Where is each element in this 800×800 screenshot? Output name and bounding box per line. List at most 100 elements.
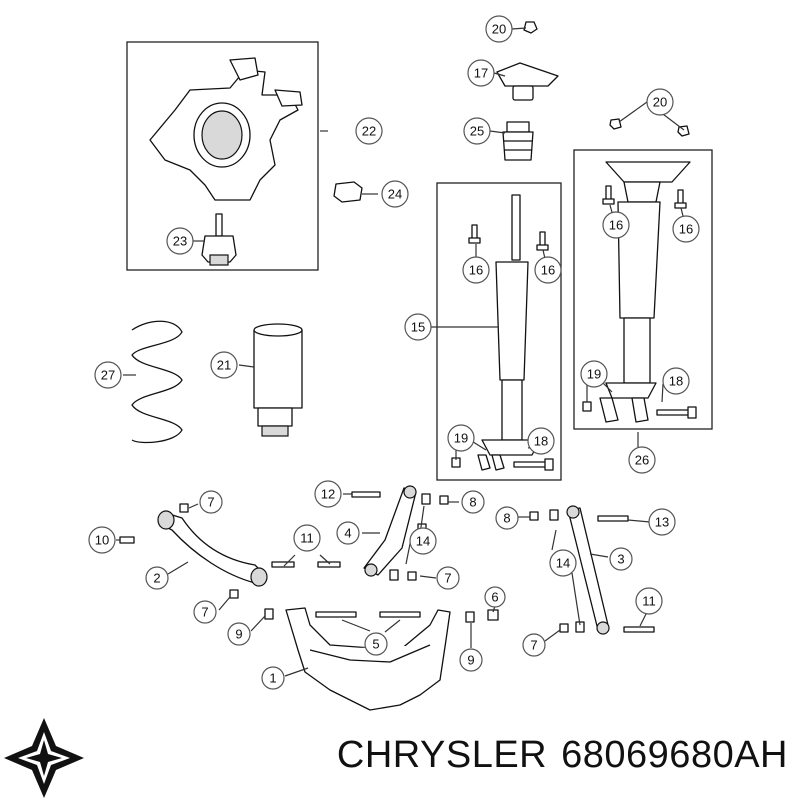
callout-27: 27 [94, 361, 122, 389]
callout-7: 7 [436, 566, 460, 590]
knuckle-group-box [126, 41, 319, 271]
callout-20: 20 [646, 88, 674, 116]
air-spring [253, 323, 303, 437]
callout-10: 10 [88, 526, 116, 554]
svg-text:14: 14 [416, 534, 430, 549]
svg-text:8: 8 [503, 511, 510, 526]
shock-mount-bolts-18 [451, 401, 697, 471]
svg-text:11: 11 [300, 531, 314, 546]
svg-text:20: 20 [492, 22, 506, 37]
callout-14: 14 [409, 527, 437, 555]
svg-text:18: 18 [534, 434, 548, 449]
link-3 [566, 505, 610, 635]
svg-text:9: 9 [235, 627, 242, 642]
callout-7: 7 [522, 633, 546, 657]
callout-18: 18 [527, 427, 555, 455]
svg-text:23: 23 [173, 234, 187, 249]
callout-8: 8 [495, 506, 519, 530]
callout-9: 9 [459, 648, 483, 672]
callout-19: 19 [447, 424, 475, 452]
svg-text:20: 20 [653, 95, 667, 110]
svg-text:5: 5 [372, 637, 379, 652]
hardware-fasteners [119, 491, 655, 633]
callout-13: 13 [648, 508, 676, 536]
pentastar-icon [4, 718, 84, 798]
svg-text:19: 19 [454, 431, 468, 446]
svg-text:8: 8 [469, 495, 476, 510]
svg-text:17: 17 [474, 66, 488, 81]
svg-text:7: 7 [207, 495, 214, 510]
callout-6: 6 [484, 586, 506, 608]
callout-8: 8 [461, 490, 485, 514]
hub-nut [333, 181, 363, 203]
callout-19: 19 [580, 360, 608, 388]
svg-text:16: 16 [609, 218, 623, 233]
svg-text:2: 2 [153, 571, 160, 586]
part-number: 68069680AH [561, 734, 788, 776]
callout-24: 24 [381, 180, 409, 208]
brand-caption: CHRYSLER 68069680AH [323, 734, 788, 777]
callout-25: 25 [463, 117, 491, 145]
svg-text:3: 3 [617, 552, 624, 567]
svg-text:16: 16 [541, 263, 555, 278]
brand-name: CHRYSLER [336, 734, 548, 776]
callout-1: 1 [261, 666, 285, 690]
mount-nut-left [609, 118, 622, 130]
svg-text:11: 11 [642, 594, 656, 609]
svg-text:9: 9 [467, 653, 474, 668]
callout-16: 16 [602, 211, 630, 239]
callout-17: 17 [467, 59, 495, 87]
svg-text:12: 12 [321, 487, 335, 502]
svg-text:7: 7 [201, 605, 208, 620]
callout-21: 21 [210, 351, 238, 379]
callout-23: 23 [166, 227, 194, 255]
callout-9: 9 [227, 622, 251, 646]
callout-7: 7 [199, 490, 223, 514]
svg-text:14: 14 [556, 556, 570, 571]
svg-text:24: 24 [388, 187, 402, 202]
svg-text:10: 10 [95, 533, 109, 548]
svg-text:6: 6 [491, 590, 498, 605]
callout-3: 3 [609, 547, 633, 571]
ball-joint [201, 213, 237, 266]
shock-bolts-16 [468, 185, 687, 251]
shock-absorber-26 [599, 161, 691, 423]
shock-group-box-15 [436, 182, 562, 481]
svg-text:19: 19 [587, 367, 601, 382]
upper-mount [496, 62, 559, 101]
jounce-bumper [502, 121, 534, 161]
callout-18: 18 [662, 367, 690, 395]
svg-text:22: 22 [362, 124, 376, 139]
link-4 [363, 485, 417, 577]
mount-nut-right [677, 125, 690, 137]
callout-26: 26 [628, 446, 656, 474]
crossmember [285, 607, 451, 711]
callout-22: 22 [355, 117, 383, 145]
callout-20: 20 [485, 15, 513, 43]
shock-group-box-26 [573, 149, 713, 430]
svg-text:21: 21 [217, 358, 231, 373]
callout-16: 16 [672, 215, 700, 243]
svg-text:26: 26 [635, 453, 649, 468]
svg-text:1: 1 [269, 671, 276, 686]
callout-5: 5 [364, 632, 388, 656]
callout-7: 7 [193, 600, 217, 624]
svg-text:16: 16 [469, 263, 483, 278]
svg-text:7: 7 [444, 571, 451, 586]
steering-knuckle [149, 57, 303, 201]
callout-12: 12 [314, 480, 342, 508]
svg-text:27: 27 [101, 368, 115, 383]
svg-text:25: 25 [470, 124, 484, 139]
svg-text:13: 13 [655, 515, 669, 530]
svg-text:15: 15 [411, 320, 425, 335]
callout-11: 11 [293, 524, 321, 552]
coil-spring [131, 320, 183, 444]
shock-absorber-15 [477, 194, 541, 471]
callout-11: 11 [635, 587, 663, 615]
callout-15: 15 [404, 313, 432, 341]
control-arm-2 [157, 510, 268, 587]
callout-4: 4 [336, 521, 360, 545]
svg-text:18: 18 [669, 374, 683, 389]
svg-text:7: 7 [530, 638, 537, 653]
